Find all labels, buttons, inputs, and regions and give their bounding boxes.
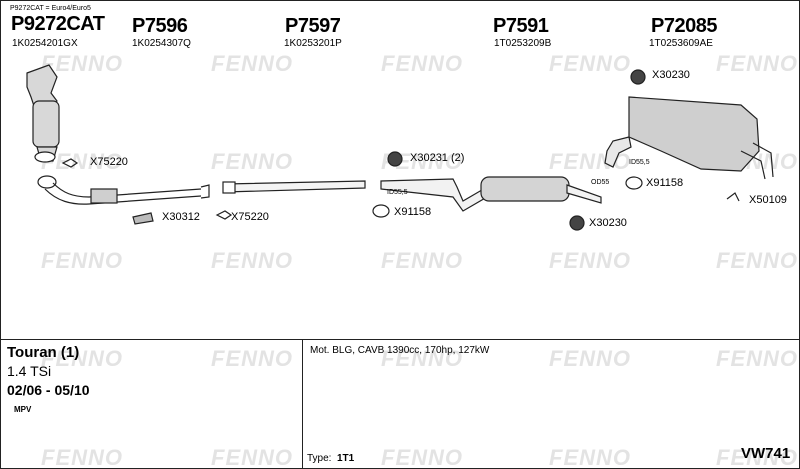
fitting-label: X91158 [646,177,684,189]
front-pipe-drawing [37,175,210,205]
oe-number-rear-silencer: 1T0253609AE [649,38,713,49]
watermark-text: FENNO [716,445,798,469]
watermark-text: FENNO [211,51,293,76]
oe-number-cat: 1K0254201GX [12,38,78,49]
watermark-text: FENNO [716,51,798,76]
watermark-text: FENNO [549,346,631,371]
watermark-text: FENNO [41,346,123,371]
dimension-label: ID55,5 [387,189,408,196]
oe-number-front-pipe: 1K0254307Q [132,38,191,49]
fitting-icons [61,69,740,231]
part-number-centre-silencer: P7591 [493,15,549,37]
fitting-label: X30312 [162,211,200,223]
centre-silencer-drawing [380,176,602,212]
fitting-label: X75220 [231,211,269,223]
fitting-label: X75220 [90,156,128,168]
watermark-text: FENNO [381,248,463,273]
rear-silencer-drawing [604,96,774,180]
watermark-text: FENNO [41,445,123,469]
oe-number-middle-pipe: 1K0253201P [284,38,342,49]
vehicle-years: 02/06 - 05/10 [7,382,90,398]
watermark-text: FENNO [549,248,631,273]
oe-number-centre-silencer: 1T0253209B [494,38,552,49]
watermark-text: FENNO [716,346,798,371]
watermark-text: FENNO [211,346,293,371]
fitting-label: X30231 (2) [410,152,465,164]
vehicle-model: Touran (1) [7,344,80,361]
watermark-text: FENNO [381,346,463,371]
watermark-text: FENNO [716,248,798,273]
exhaust-drawing [26,64,774,231]
vehicle-engine: 1.4 TSi [7,363,52,379]
part-number-cat: P9272CAT [11,13,105,35]
watermark-text: FENNO [549,445,631,469]
dimension-label: ID55,5 [629,159,650,166]
fitting-label: X91158 [394,206,432,218]
fitting-label: X30230 [652,69,690,81]
diagram-code: VW741 [741,445,791,462]
watermark-text: FENNO [211,248,293,273]
watermark-text: FENNO [381,445,463,469]
type-label: Type: [307,453,332,464]
watermark-text: FENNO [211,445,293,469]
part-number-front-pipe: P7596 [132,15,188,37]
watermark-text: FENNO [41,248,123,273]
watermark-text: FENNO [211,149,293,174]
info-divider [1,339,799,340]
motor-spec: Mot. BLG, CAVB 1390cc, 170hp, 127kW [310,345,490,356]
catalyst-drawing [26,64,60,163]
watermark-text: FENNO [41,51,123,76]
type-value: 1T1 [337,453,355,464]
fitting-label: X50109 [749,194,787,206]
middle-pipe-drawing [222,180,366,194]
watermark-text: FENNO [381,51,463,76]
part-number-rear-silencer: P72085 [651,15,717,37]
fitting-label: X30230 [589,217,627,229]
info-column-divider [302,339,303,468]
watermark-text: FENNO [549,51,631,76]
part-number-middle-pipe: P7597 [285,15,341,37]
note-text: P9272CAT = Euro4/Euro5 [10,5,91,12]
dimension-label: OD55 [591,179,610,186]
vehicle-body: MPV [14,405,32,414]
